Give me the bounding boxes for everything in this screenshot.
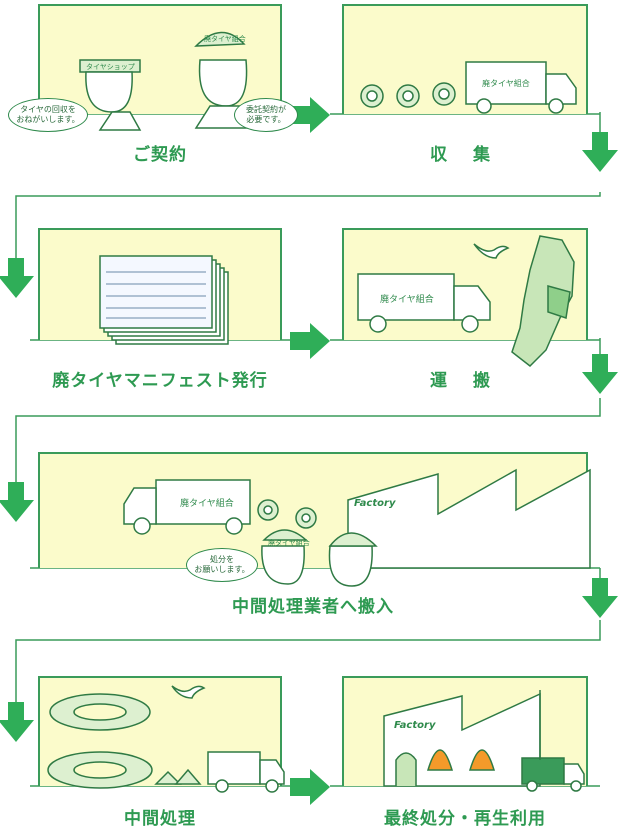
factory-building bbox=[347, 468, 591, 569]
processor-speech-bubble: 処分を お願いします。 bbox=[186, 548, 258, 582]
step-label-transport: 運 搬 bbox=[430, 371, 500, 391]
factory-final bbox=[383, 692, 541, 787]
truck-collection bbox=[465, 61, 577, 114]
truck-delivery bbox=[123, 479, 251, 535]
step-label-final: 最終処分・再生利用 bbox=[384, 809, 546, 829]
truck-transport bbox=[357, 273, 491, 333]
union-speech-bubble: 委託契約が 必要です。 bbox=[234, 98, 298, 132]
step-label-contract: ご契約 bbox=[133, 145, 187, 165]
tire-characters bbox=[360, 82, 456, 108]
bird-icon bbox=[473, 243, 510, 259]
stacked-tires bbox=[47, 693, 153, 789]
down-arrows bbox=[0, 132, 618, 742]
union-cap-label: 廃タイヤ組合 bbox=[204, 35, 246, 43]
right-arrows bbox=[290, 97, 330, 805]
step-label-manifest: 廃タイヤマニフェスト発行 bbox=[52, 371, 268, 391]
union-cap-label-delivery: 廃タイヤ組合 bbox=[268, 539, 310, 547]
down-arrow-right-1 bbox=[582, 132, 618, 172]
truck-final bbox=[521, 757, 585, 792]
truck-label-collection: 廃タイヤ組合 bbox=[482, 79, 530, 88]
truck-intermediate bbox=[207, 751, 285, 793]
down-arrow-left-1 bbox=[0, 258, 34, 298]
step-label-collection: 収 集 bbox=[430, 145, 500, 165]
right-arrow-2 bbox=[290, 323, 330, 359]
bird-icon-2 bbox=[171, 685, 206, 699]
chip-pile bbox=[154, 768, 202, 785]
down-arrow-left-3 bbox=[0, 702, 34, 742]
manifest-documents bbox=[99, 255, 229, 345]
down-arrow-right-2 bbox=[582, 354, 618, 394]
factory-sign-final: Factory bbox=[394, 720, 436, 731]
shop-worker-illustration bbox=[79, 59, 142, 131]
customer-speech-bubble: タイヤの回収を おねがいします。 bbox=[8, 98, 88, 132]
tohoku-map bbox=[511, 235, 575, 367]
factory-sign-delivery: Factory bbox=[354, 498, 396, 509]
tire-characters-delivery bbox=[257, 499, 317, 529]
truck-label-transport: 廃タイヤ組合 bbox=[380, 295, 434, 305]
right-arrow-3 bbox=[290, 769, 330, 805]
step-label-delivery: 中間処理業者へ搬入 bbox=[232, 597, 394, 617]
shop-cap-label: タイヤショップ bbox=[86, 63, 135, 71]
down-arrow-right-3 bbox=[582, 578, 618, 618]
truck-label-delivery: 廃タイヤ組合 bbox=[180, 499, 234, 509]
right-arrow-1 bbox=[290, 97, 330, 133]
burning-tire-characters bbox=[426, 749, 496, 771]
down-arrow-left-2 bbox=[0, 482, 34, 522]
union-and-processor-workers bbox=[261, 529, 378, 587]
step-label-intermediate: 中間処理 bbox=[124, 809, 196, 829]
